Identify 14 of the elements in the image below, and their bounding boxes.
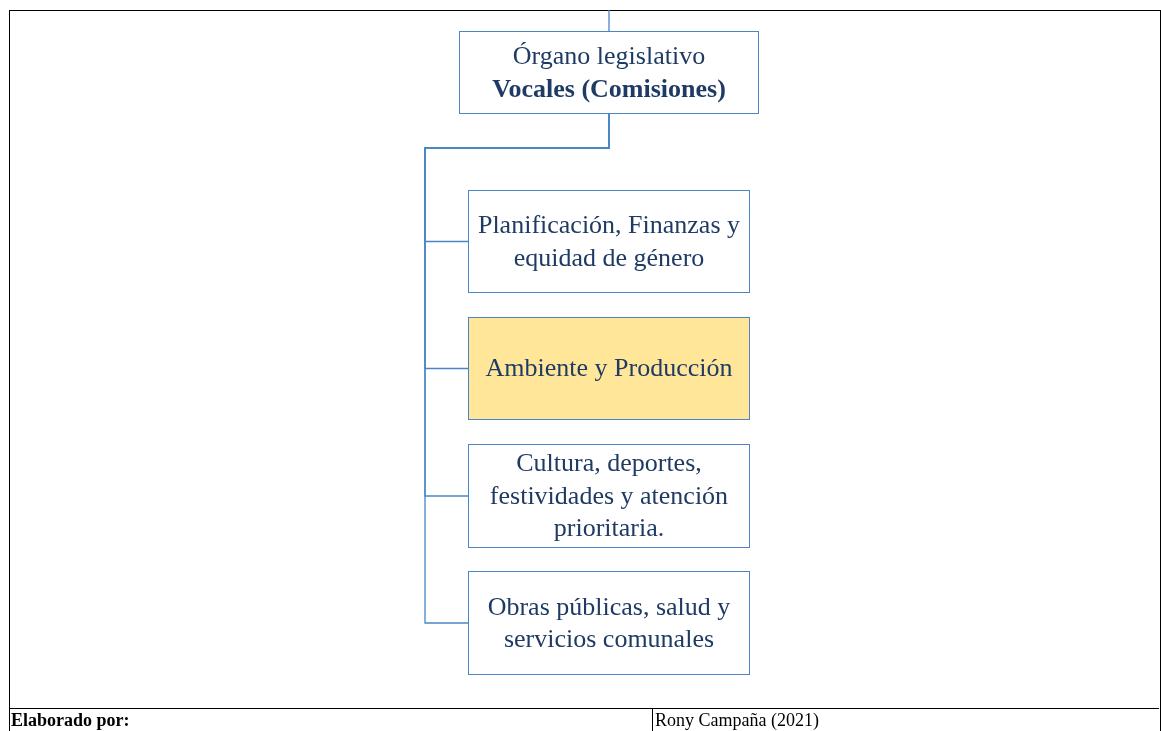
box-text: Ambiente y Producción xyxy=(485,352,733,385)
table-cell-text: Elaborado por: xyxy=(10,709,130,731)
org-box xyxy=(468,444,750,548)
box-text: Planificación, Finanzas y equidad de género xyxy=(476,209,742,274)
org-box xyxy=(459,31,759,114)
box-text: Órgano legislativo xyxy=(512,40,706,72)
box-text: Vocales (Comisiones) xyxy=(492,72,726,105)
org-box xyxy=(468,317,750,420)
connector-line xyxy=(608,9,610,32)
box-text: Obras públicas, salud y servicios comunales xyxy=(486,590,732,655)
org-box xyxy=(468,190,750,293)
box-text: Cultura, deportes, festividades y atención prioritaria. xyxy=(488,447,730,545)
org-box xyxy=(468,571,750,675)
table-cell-text: Rony Campaña (2021) xyxy=(652,709,819,731)
